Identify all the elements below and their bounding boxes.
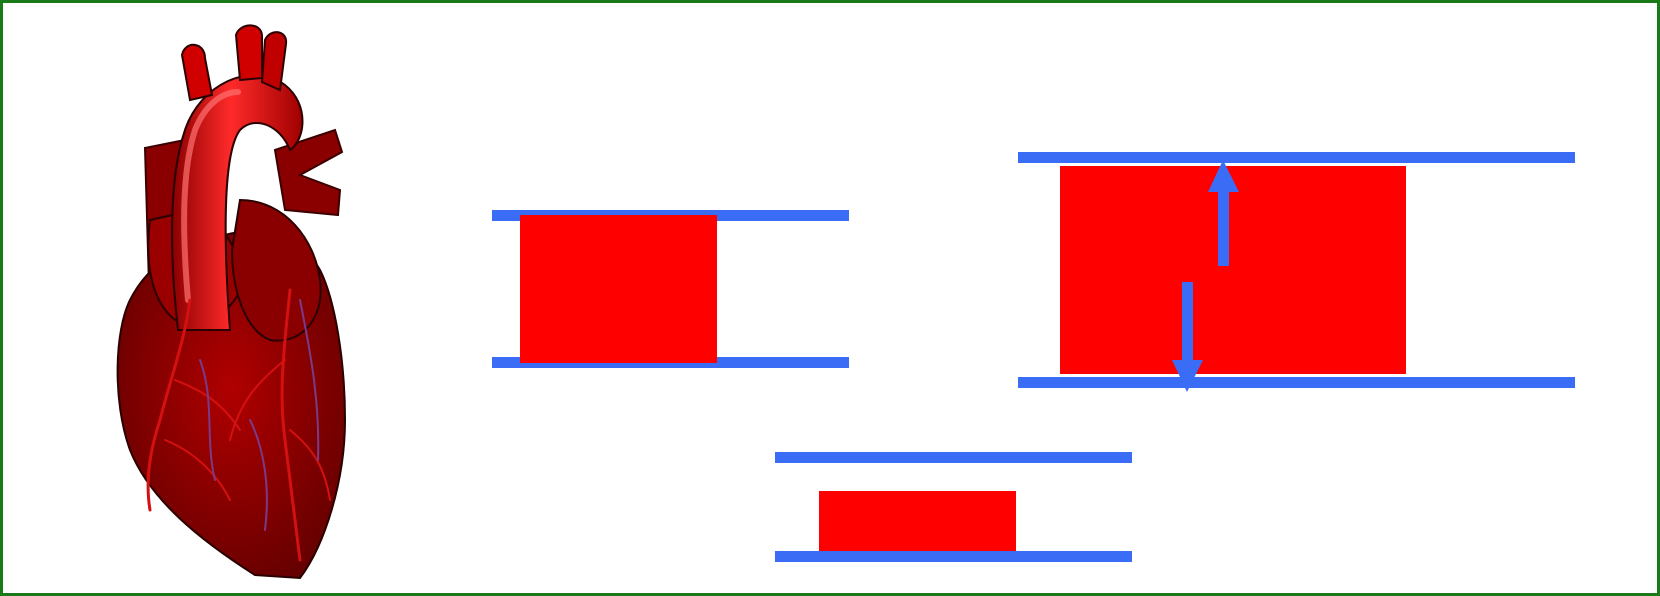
aortic-branch-1 <box>180 43 214 102</box>
vessel-wall-top <box>775 452 1132 463</box>
blood-column <box>520 215 717 363</box>
aorta <box>171 74 304 331</box>
heart-illustration <box>116 24 347 580</box>
arrow-up-icon <box>1208 160 1239 266</box>
aortic-branch-2 <box>234 24 263 82</box>
blood-column <box>1060 166 1406 374</box>
dilated-vessel <box>1018 152 1575 392</box>
arrow-down-icon <box>1172 282 1203 392</box>
constricted-vessel <box>775 452 1132 562</box>
right-atrium <box>230 198 322 342</box>
pulmonary-branch <box>273 128 344 217</box>
aorta-highlight <box>181 89 241 303</box>
normal-vessel <box>492 210 849 368</box>
aortic-branch-3 <box>260 31 288 92</box>
vessel-wall-bottom <box>1018 377 1575 388</box>
vessel-wall-top <box>1018 152 1575 163</box>
coronary-vessels <box>146 288 331 562</box>
blood-column <box>819 491 1016 551</box>
vessel-wall-bottom <box>775 551 1132 562</box>
